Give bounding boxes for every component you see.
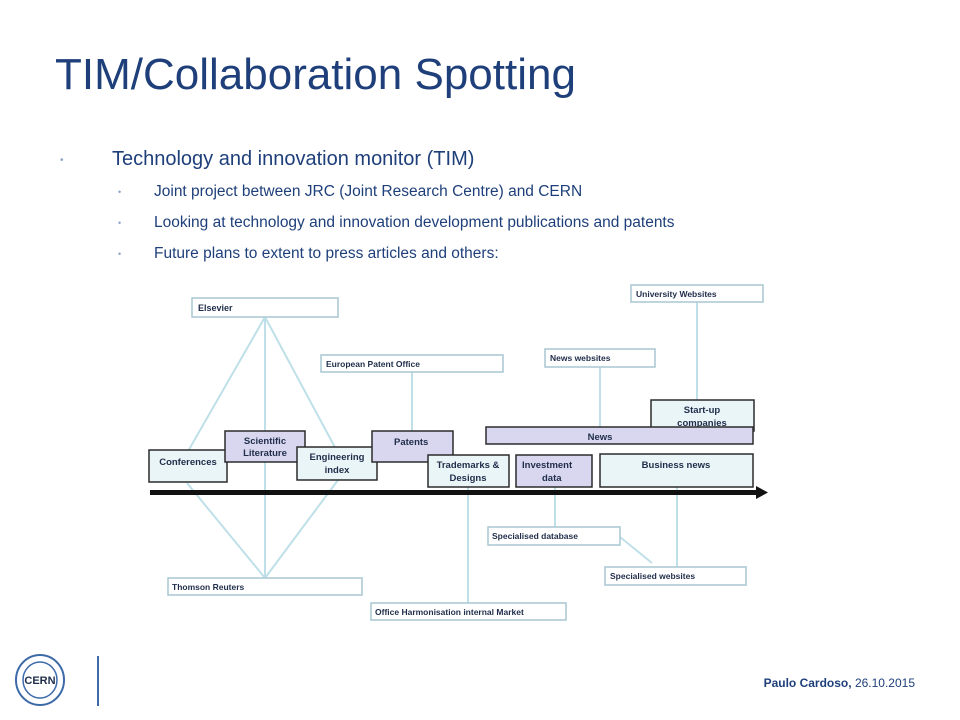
- investment-data-box: Investment data: [515, 454, 593, 488]
- scientific-label-1: Scientific: [244, 436, 286, 447]
- news-box: News: [485, 426, 754, 445]
- office-harmonisation-box: Office Harmonisation internal Market: [370, 602, 567, 621]
- investment-label-1: Investment: [522, 460, 573, 471]
- european-patent-office-label: European Patent Office: [326, 359, 420, 369]
- timeline-arrow: [150, 486, 768, 499]
- scientific-label-2: Literature: [243, 448, 287, 459]
- cern-logo-text: CERN: [24, 675, 55, 687]
- university-websites-label: University Websites: [636, 289, 717, 299]
- bullet-dot: •: [60, 155, 64, 166]
- trademarks-label-1: Trademarks &: [437, 460, 500, 471]
- business-news-box: Business news: [599, 453, 754, 488]
- news-websites-box: News websites: [544, 348, 656, 368]
- investment-label-2: data: [542, 473, 562, 484]
- elsevier-box: Elsevier: [191, 297, 339, 318]
- news-websites-label: News websites: [550, 353, 611, 363]
- cern-logo: CERN: [15, 654, 99, 706]
- specialised-database-box: Specialised database: [487, 526, 621, 546]
- elsevier-label: Elsevier: [198, 303, 233, 313]
- slide-title: TIM/Collaboration Spotting: [55, 50, 576, 99]
- footer-author: Paulo Cardoso,: [763, 676, 852, 690]
- specialised-websites-label: Specialised websites: [610, 571, 695, 581]
- footer-date: 26.10.2015: [854, 676, 915, 690]
- bullet-dot: •: [118, 187, 122, 197]
- specialised-websites-box: Specialised websites: [604, 566, 747, 586]
- news-label: News: [588, 432, 613, 443]
- business-news-label: Business news: [642, 460, 711, 471]
- bullet-sub-text: Looking at technology and innovation dev…: [154, 214, 675, 231]
- bullet-dot: •: [118, 218, 122, 228]
- bullet-dot: •: [118, 249, 122, 259]
- footer: Paulo Cardoso, 26.10.2015: [764, 676, 915, 690]
- startup-label-1: Start-up: [684, 405, 721, 416]
- office-harmonisation-label: Office Harmonisation internal Market: [375, 607, 524, 617]
- scientific-literature-box: Scientific Literature: [224, 430, 306, 463]
- engineering-index-box: Engineering index: [296, 446, 378, 481]
- bullet-sub-text: Future plans to extent to press articles…: [154, 245, 499, 262]
- bullet-sub-text: Joint project between JRC (Joint Researc…: [154, 183, 583, 200]
- european-patent-office-box: European Patent Office: [320, 354, 504, 373]
- patents-label: Patents: [394, 437, 428, 448]
- thomson-reuters-label: Thomson Reuters: [172, 582, 245, 592]
- specialised-database-label: Specialised database: [492, 531, 578, 541]
- conferences-box: Conferences: [148, 449, 228, 483]
- trademarks-label-2: Designs: [450, 473, 487, 484]
- bullet-main-text: Technology and innovation monitor (TIM): [112, 148, 475, 170]
- startup-label-2: companies: [677, 418, 727, 429]
- engineering-label-1: Engineering: [310, 452, 365, 463]
- connector-lines: [186, 302, 698, 604]
- thomson-reuters-box: Thomson Reuters: [167, 577, 363, 596]
- conferences-label: Conferences: [159, 457, 217, 468]
- university-websites-box: University Websites: [630, 284, 764, 303]
- trademarks-designs-box: Trademarks & Designs: [427, 454, 510, 488]
- engineering-label-2: index: [325, 465, 351, 476]
- startup-companies-box: Start-up companies: [650, 399, 755, 432]
